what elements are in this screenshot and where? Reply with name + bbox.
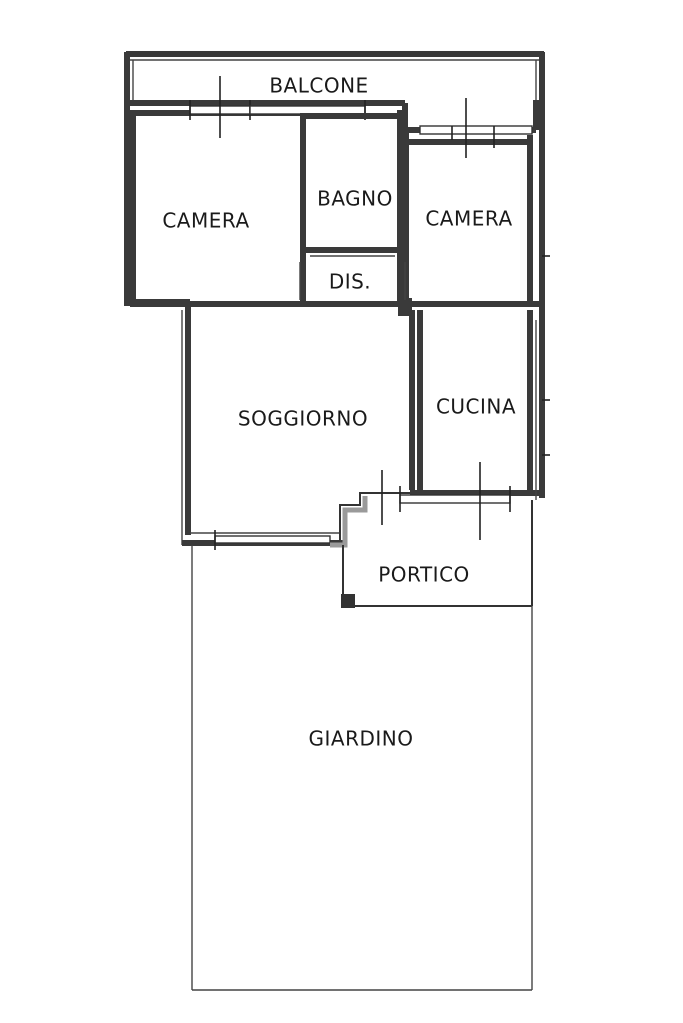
camera-right-walls: [403, 130, 533, 305]
label-cucina: CUCINA: [436, 395, 516, 419]
right-wall-ticks: [542, 255, 550, 456]
label-portico: PORTICO: [378, 563, 470, 587]
giardino-outline: [191, 545, 533, 991]
label-bagno: BAGNO: [317, 187, 393, 211]
window-cucina: [381, 462, 511, 540]
label-camera-right: CAMERA: [425, 207, 512, 231]
label-dis: DIS.: [329, 270, 371, 294]
camera-left-walls: [130, 110, 300, 305]
bagno-walls: [300, 110, 403, 302]
central-wall: [130, 262, 540, 316]
portico-pillar: [341, 594, 355, 608]
label-balcone: BALCONE: [269, 74, 368, 98]
balcony-walls: [124, 51, 545, 498]
window-camera-left: [189, 76, 251, 138]
window-camera-right: [419, 98, 533, 158]
portico-outline: [341, 500, 533, 608]
wall-pillar: [398, 298, 412, 316]
window-soggiorno: [214, 530, 331, 550]
label-giardino: GIARDINO: [309, 727, 414, 751]
label-soggiorno: SOGGIORNO: [238, 407, 368, 431]
cucina-walls: [410, 310, 540, 500]
label-camera-left: CAMERA: [162, 209, 249, 233]
porch-step: [330, 492, 410, 548]
